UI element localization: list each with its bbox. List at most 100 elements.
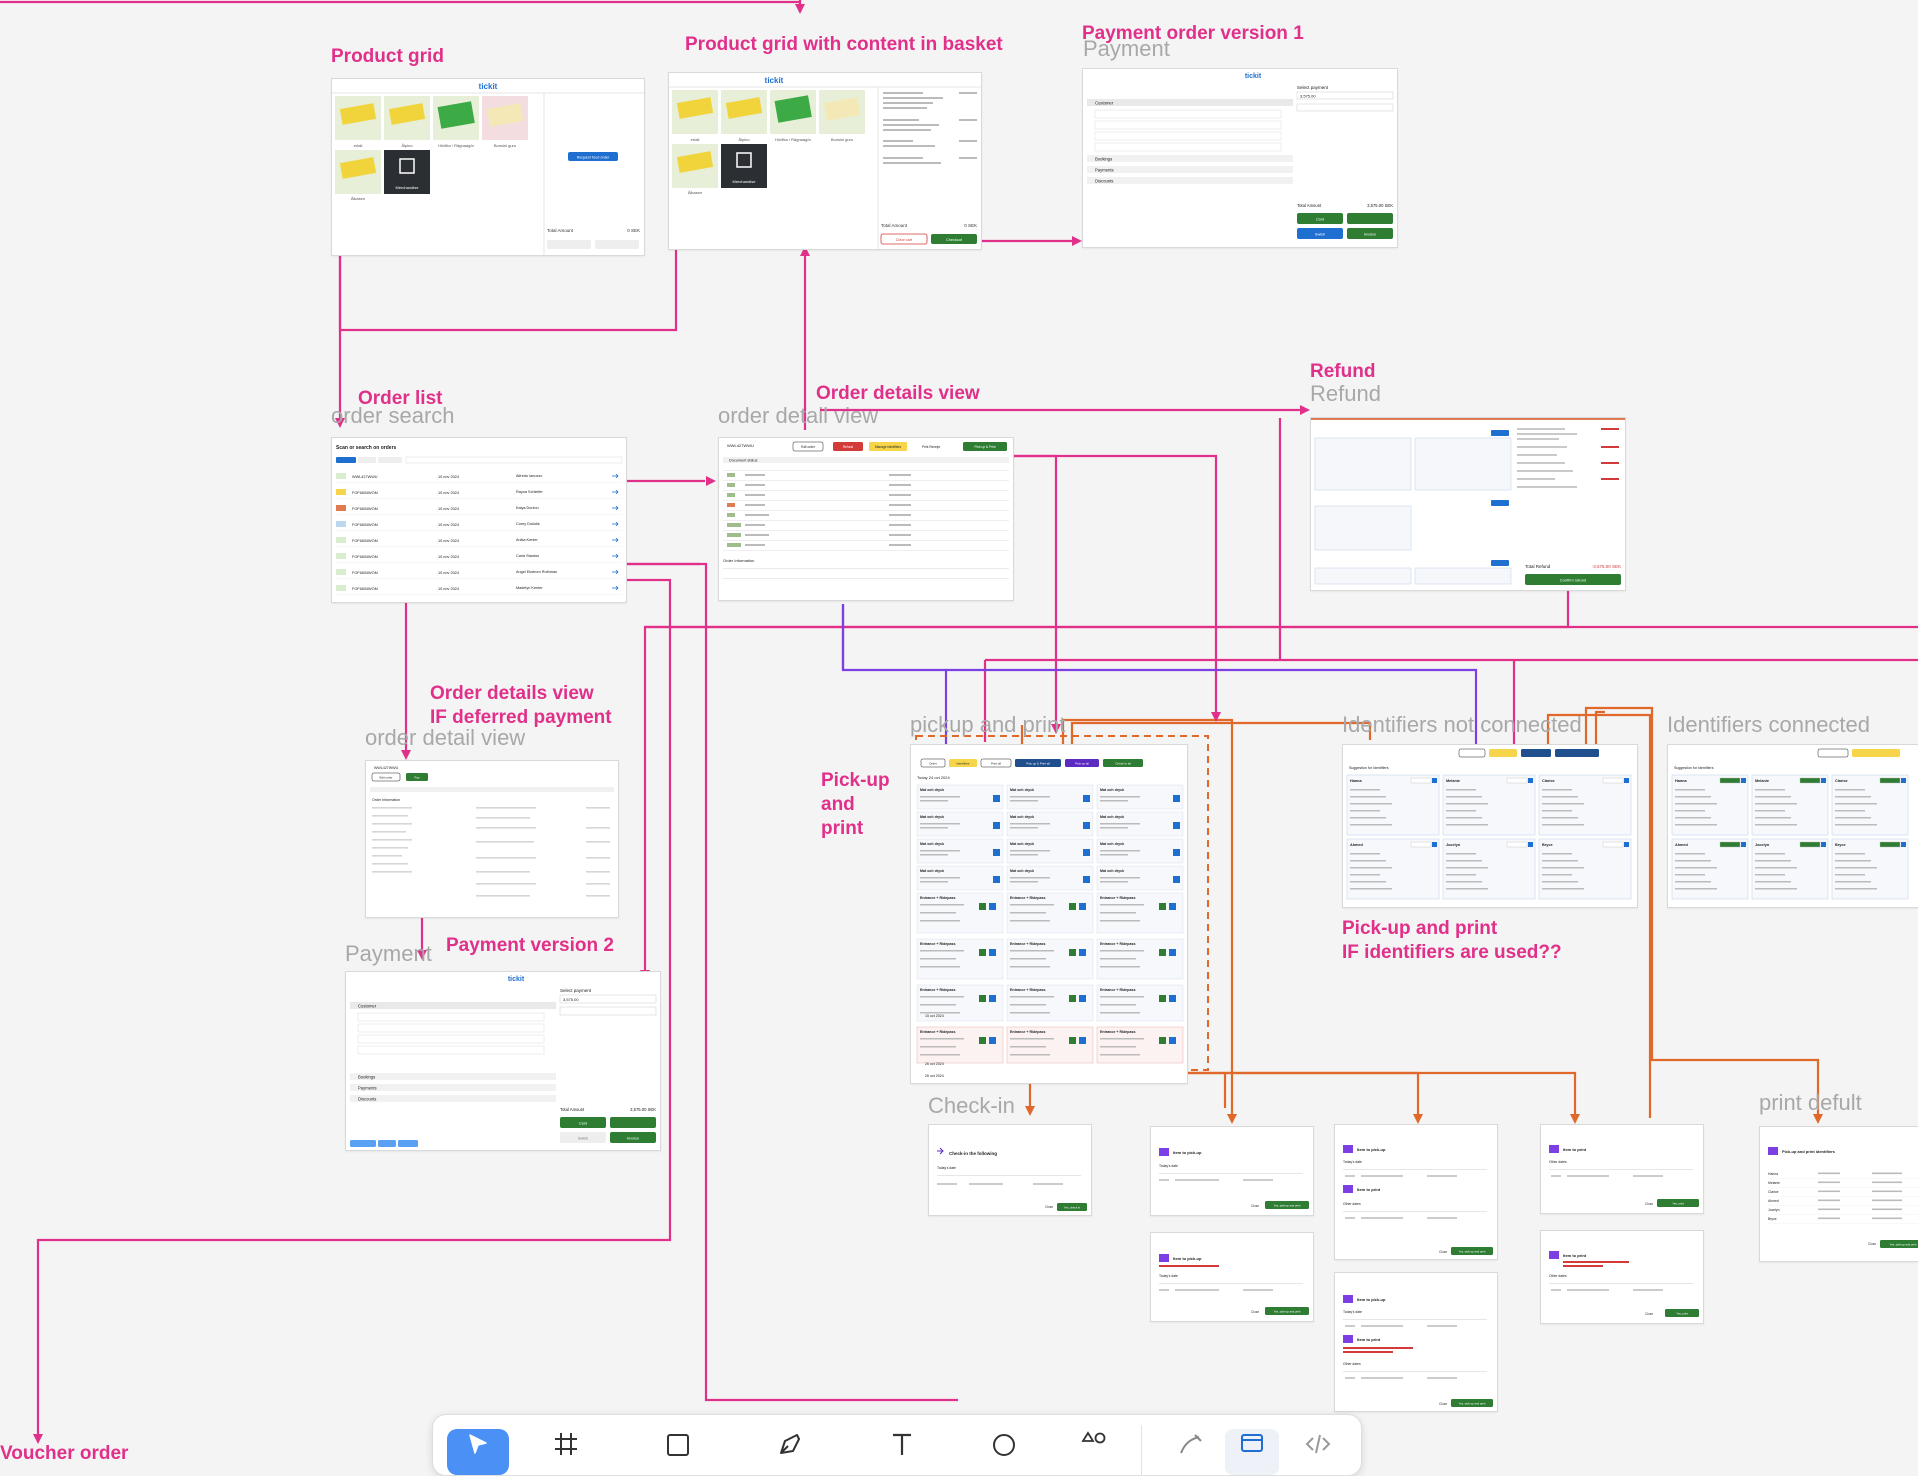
- frame-title-print-default[interactable]: print defult: [1759, 1091, 1862, 1115]
- card-action-button[interactable]: [979, 995, 986, 1002]
- identifier-status[interactable]: [1507, 842, 1527, 847]
- card-action-button[interactable]: [989, 903, 996, 910]
- identifier-status[interactable]: [1411, 842, 1431, 847]
- identifier-action[interactable]: [1741, 842, 1746, 847]
- identifier-action[interactable]: [1901, 842, 1906, 847]
- identifier-action[interactable]: [1528, 842, 1533, 847]
- card-action-button[interactable]: [979, 949, 986, 956]
- card-action-button[interactable]: [1173, 876, 1180, 883]
- identifier-status[interactable]: [1720, 778, 1740, 783]
- identifier-action[interactable]: [1432, 842, 1437, 847]
- identifier-action[interactable]: [1901, 778, 1906, 783]
- identifier-action[interactable]: [1821, 842, 1826, 847]
- screen-payment-v1[interactable]: tickit Select payment 3,575.00 Customer …: [1082, 68, 1398, 248]
- screen-payment-v2[interactable]: tickit Select payment 3,575.00 Customer …: [345, 971, 661, 1151]
- card-action-button[interactable]: [1083, 876, 1090, 883]
- card-action-button[interactable]: [1069, 995, 1076, 1002]
- row-arrow-icon[interactable]: [612, 538, 618, 542]
- card-action-button[interactable]: [1069, 949, 1076, 956]
- rectangle-tool[interactable]: [655, 1429, 701, 1475]
- move-tool[interactable]: [447, 1429, 509, 1475]
- identifier-status[interactable]: [1800, 778, 1820, 783]
- frame-title-order-detail-view[interactable]: order detail view: [718, 404, 878, 428]
- card-action-button[interactable]: [989, 949, 996, 956]
- identifier-card[interactable]: [1539, 839, 1631, 899]
- card-action-button[interactable]: [989, 995, 996, 1002]
- card-action-button[interactable]: [989, 1037, 996, 1044]
- design-mode-tool[interactable]: [1225, 1429, 1279, 1475]
- row-arrow-icon[interactable]: [612, 522, 618, 526]
- frame-title-identifiers-not-connected[interactable]: Identifiers not connected: [1342, 713, 1582, 737]
- identifier-card[interactable]: [1347, 839, 1439, 899]
- identifier-card[interactable]: [1443, 775, 1535, 835]
- modal-print-2[interactable]: Item to print Other dates Close Yes, pri…: [1540, 1230, 1704, 1324]
- identifier-status[interactable]: [1800, 842, 1820, 847]
- identifier-card[interactable]: [1672, 775, 1748, 835]
- screen-pickup-print[interactable]: Order Identifiers Print all Pick up & Pr…: [910, 744, 1188, 1084]
- modal-print-1[interactable]: Item to print Other dates Close Yes, pri…: [1540, 1124, 1704, 1214]
- row-arrow-icon[interactable]: [612, 474, 618, 478]
- screen-product-grid[interactable]: tickit ertall Ålpino Hööfka / Rägnaagör …: [331, 78, 645, 256]
- screen-product-grid-basket[interactable]: tickit ertall Ålpino Hööfka / Rägnaagör …: [668, 72, 982, 250]
- card-action-button[interactable]: [1079, 1037, 1086, 1044]
- identifier-action[interactable]: [1528, 778, 1533, 783]
- identifier-card[interactable]: [1752, 839, 1828, 899]
- card-action-button[interactable]: [1159, 903, 1166, 910]
- card-action-button[interactable]: [1083, 849, 1090, 856]
- identifier-action[interactable]: [1741, 778, 1746, 783]
- card-action-button[interactable]: [1069, 903, 1076, 910]
- frame-tool[interactable]: [543, 1429, 589, 1475]
- frame-title-refund[interactable]: Refund: [1310, 382, 1381, 406]
- row-arrow-icon[interactable]: [612, 490, 618, 494]
- identifier-status[interactable]: [1411, 778, 1431, 783]
- frame-title-payment[interactable]: Payment: [1083, 37, 1170, 61]
- screen-refund[interactable]: Total Refund -3,575.00 SEK Confirm refun…: [1310, 417, 1626, 591]
- identifier-card[interactable]: [1539, 775, 1631, 835]
- card-action-button[interactable]: [1173, 795, 1180, 802]
- card-action-button[interactable]: [1169, 903, 1176, 910]
- card-action-button[interactable]: [993, 849, 1000, 856]
- shapes-tool[interactable]: [1071, 1429, 1117, 1475]
- frame-title-payment-2[interactable]: Payment: [345, 942, 432, 966]
- row-arrow-icon[interactable]: [612, 586, 618, 590]
- card-action-button[interactable]: [1159, 949, 1166, 956]
- frame-title-order-detail-view-2[interactable]: order detail view: [365, 726, 525, 750]
- identifier-card[interactable]: [1752, 775, 1828, 835]
- pen-tool[interactable]: [767, 1429, 813, 1475]
- card-action-button[interactable]: [1079, 903, 1086, 910]
- draw-tool[interactable]: [1167, 1429, 1213, 1475]
- identifier-card[interactable]: [1443, 839, 1535, 899]
- modal-pickup-2[interactable]: Item to pick-up Today's date Close Yes, …: [1150, 1232, 1314, 1322]
- card-action-button[interactable]: [979, 1037, 986, 1044]
- screen-order-details-deferred[interactable]: WWL427WWU Edit order Pay Order Informati…: [365, 760, 619, 918]
- identifier-card[interactable]: [1347, 775, 1439, 835]
- card-action-button[interactable]: [979, 903, 986, 910]
- card-action-button[interactable]: [993, 822, 1000, 829]
- dev-mode-tool[interactable]: [1295, 1429, 1341, 1475]
- modal-pickup-print-1[interactable]: Item to pick-up Today's date Item to pri…: [1334, 1124, 1498, 1260]
- identifier-action[interactable]: [1821, 778, 1826, 783]
- ellipse-tool[interactable]: [981, 1429, 1027, 1475]
- card-action-button[interactable]: [1083, 795, 1090, 802]
- card-action-button[interactable]: [1083, 822, 1090, 829]
- text-tool[interactable]: [879, 1429, 925, 1475]
- card-action-button[interactable]: [1169, 1037, 1176, 1044]
- screen-order-details[interactable]: WWL427WWU Edit order Refund Manage ident…: [718, 437, 1014, 601]
- identifier-card[interactable]: [1672, 839, 1748, 899]
- row-arrow-icon[interactable]: [612, 570, 618, 574]
- identifier-status[interactable]: [1603, 778, 1623, 783]
- frame-title-pickup-and-print[interactable]: pickup and print: [910, 713, 1065, 737]
- card-action-button[interactable]: [1079, 995, 1086, 1002]
- card-action-button[interactable]: [1173, 849, 1180, 856]
- row-arrow-icon[interactable]: [612, 554, 618, 558]
- card-action-button[interactable]: [1159, 995, 1166, 1002]
- identifier-status[interactable]: [1880, 778, 1900, 783]
- identifier-status[interactable]: [1603, 842, 1623, 847]
- frame-title-order-search[interactable]: order search: [331, 404, 455, 428]
- card-action-button[interactable]: [993, 876, 1000, 883]
- identifier-status[interactable]: [1880, 842, 1900, 847]
